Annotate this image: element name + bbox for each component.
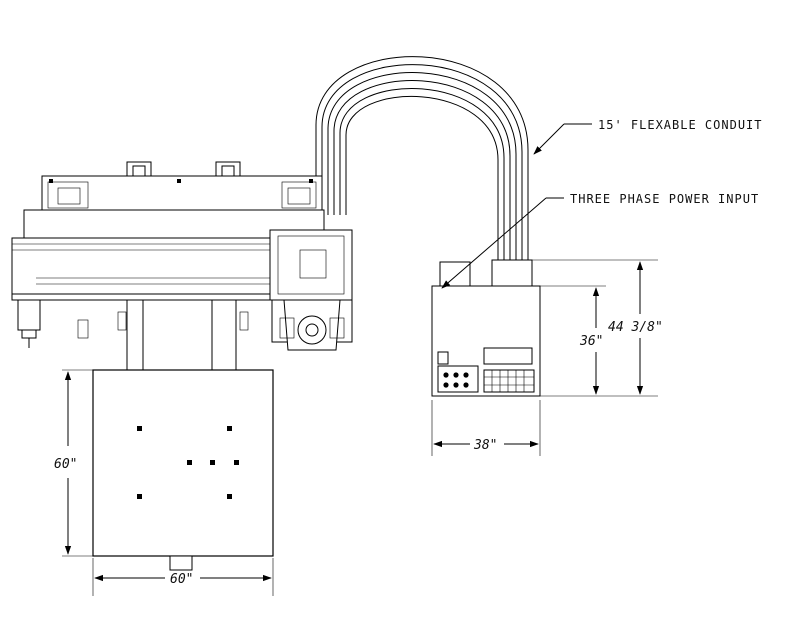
dimension-cabinet-width: 38" [431, 400, 541, 456]
conduit-label: 15' FLEXABLE CONDUIT [598, 118, 763, 132]
dimension-table-height: 60" [54, 369, 93, 557]
conduit-callout: 15' FLEXABLE CONDUIT [533, 118, 763, 155]
table-width-dimension: 60" [170, 572, 193, 587]
dimension-table-width: 60" [92, 558, 274, 596]
cabinet-height-36-dimension: 36" [579, 334, 603, 349]
cabinet-width-dimension: 38" [473, 438, 497, 453]
power-input-callout: THREE PHASE POWER INPUT [441, 192, 759, 289]
flexible-conduit [315, 56, 529, 260]
router-gantry [11, 161, 353, 371]
cabinet-height-44-dimension: 44 3/8" [608, 320, 663, 335]
router-table [92, 369, 274, 571]
power-input-label: THREE PHASE POWER INPUT [570, 192, 759, 206]
dimension-cabinet-height-36: 36" [540, 285, 658, 397]
control-cabinet [431, 259, 541, 397]
table-height-dimension: 60" [54, 457, 77, 472]
dimension-cabinet-height-44: 44 3/8" [532, 259, 663, 395]
